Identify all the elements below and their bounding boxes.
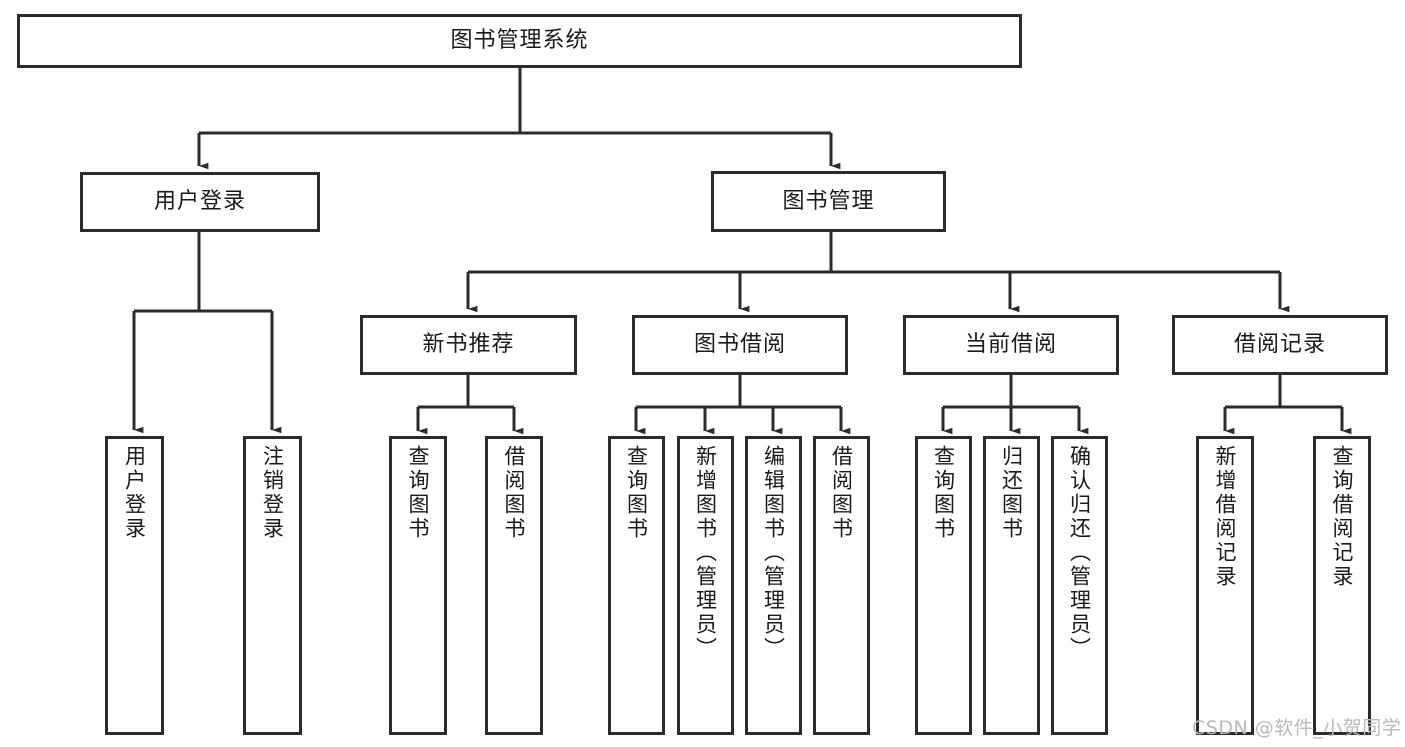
leaf-confirm-return-admin[interactable]: 确认归还（管理员） [1051,436,1108,735]
leaf-user-login[interactable]: 用户登录 [105,436,164,735]
leaf-borrow-book-bb-label: 借阅图书 [829,445,854,541]
node-book-borrow[interactable]: 图书借阅 [632,315,848,375]
leaf-return-book-label: 归还图书 [999,445,1024,541]
leaf-query-book-bb-label: 查询图书 [624,445,649,541]
leaf-logout[interactable]: 注销登录 [243,436,302,735]
leaf-query-book-cb[interactable]: 查询图书 [915,436,972,735]
node-current-borrow[interactable]: 当前借阅 [903,315,1119,375]
node-book-borrow-label: 图书借阅 [693,332,786,358]
node-book-management-label: 图书管理 [782,188,875,214]
node-root-system[interactable]: 图书管理系统 [17,14,1022,68]
node-borrow-record[interactable]: 借阅记录 [1172,315,1388,375]
leaf-borrow-book-bb[interactable]: 借阅图书 [813,436,870,735]
node-user-login[interactable]: 用户登录 [80,172,320,232]
leaf-query-book-cb-label: 查询图书 [931,445,956,541]
leaf-return-book[interactable]: 归还图书 [983,436,1040,735]
leaf-query-borrow-record-label: 查询借阅记录 [1330,445,1355,589]
node-user-login-label: 用户登录 [153,189,246,215]
leaf-logout-label: 注销登录 [260,445,285,541]
leaf-query-book-nbr[interactable]: 查询图书 [389,436,447,735]
leaf-add-borrow-record[interactable]: 新增借阅记录 [1196,436,1254,735]
node-new-book-recommend-label: 新书推荐 [422,332,515,358]
leaf-query-borrow-record[interactable]: 查询借阅记录 [1313,436,1371,735]
leaf-add-book-admin[interactable]: 新增图书（管理员） [677,436,734,735]
leaf-add-borrow-record-label: 新增借阅记录 [1213,445,1238,589]
leaf-query-book-bb[interactable]: 查询图书 [608,436,665,735]
leaf-query-book-nbr-label: 查询图书 [406,445,431,541]
leaf-confirm-return-admin-label: 确认归还（管理员） [1067,445,1092,661]
leaf-edit-book-admin[interactable]: 编辑图书（管理员） [745,436,802,735]
leaf-borrow-book-nbr[interactable]: 借阅图书 [485,436,543,735]
node-root-system-label: 图书管理系统 [450,28,589,54]
node-new-book-recommend[interactable]: 新书推荐 [360,315,577,375]
leaf-borrow-book-nbr-label: 借阅图书 [502,445,527,541]
node-borrow-record-label: 借阅记录 [1233,332,1326,358]
node-book-management[interactable]: 图书管理 [711,171,946,232]
leaf-add-book-admin-label: 新增图书（管理员） [693,445,718,661]
leaf-user-login-label: 用户登录 [122,445,147,541]
node-current-borrow-label: 当前借阅 [964,332,1057,358]
leaf-edit-book-admin-label: 编辑图书（管理员） [761,445,786,661]
csdn-watermark: CSDN @软件_小贺同学 [1192,717,1402,739]
